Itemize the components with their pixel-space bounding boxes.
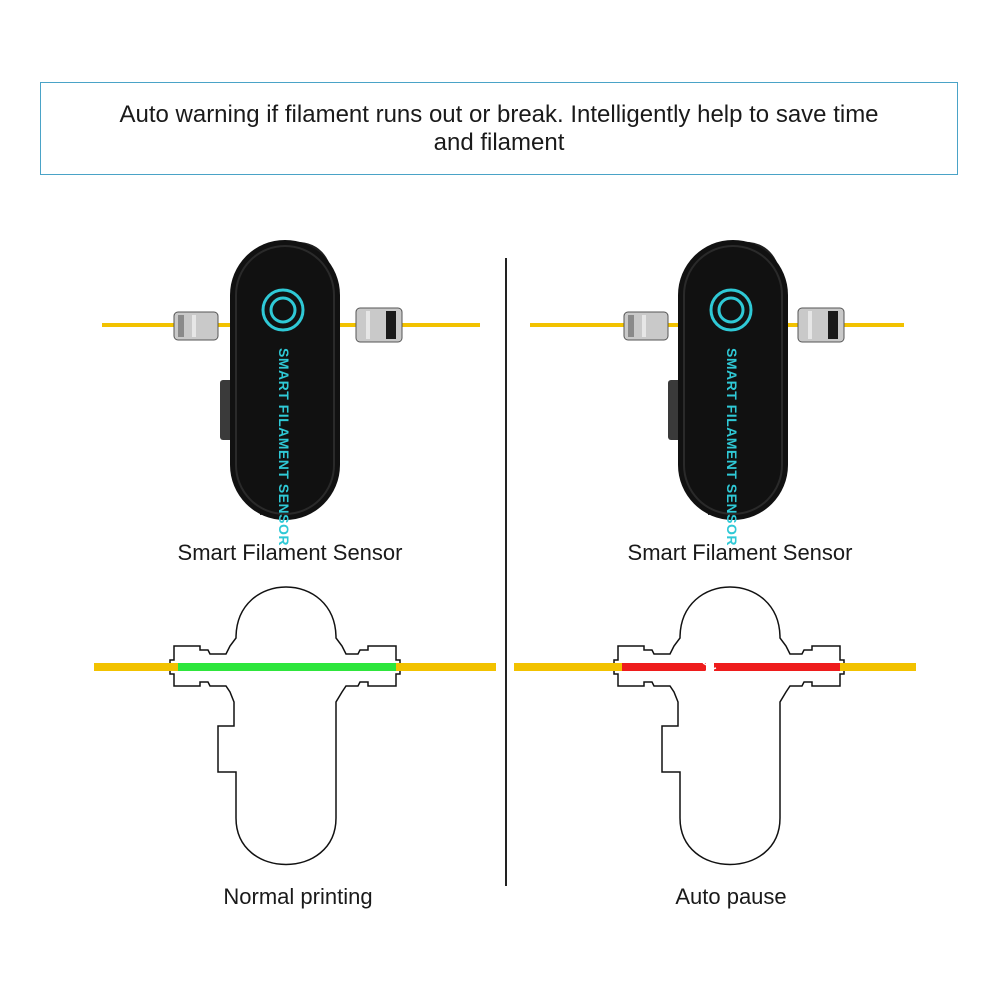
sensor-outline xyxy=(169,586,401,866)
ring-logo-icon xyxy=(261,288,305,332)
ring-logo-icon xyxy=(709,288,753,332)
break-icon xyxy=(702,662,717,672)
sensor-outline xyxy=(613,586,845,866)
sensor-device-left: SMART FILAMENT SENSOR xyxy=(102,240,480,546)
center-divider xyxy=(505,258,507,886)
caption-right-top: Smart Filament Sensor xyxy=(627,540,853,565)
sensor-device-right: SMART FILAMENT SENSOR xyxy=(530,240,904,546)
normal-printing-diagram xyxy=(94,586,496,866)
headline-banner: Auto warning if filament runs out or bre… xyxy=(40,82,958,175)
caption-normal-printing: Normal printing xyxy=(223,884,373,909)
caption-auto-pause: Auto pause xyxy=(675,884,787,909)
device-label: SMART FILAMENT SENSOR xyxy=(276,348,292,546)
caption-left-top: Smart Filament Sensor xyxy=(177,540,403,565)
device-body xyxy=(230,240,340,520)
headline-text: Auto warning if filament runs out or bre… xyxy=(119,100,879,156)
device-body xyxy=(678,240,788,520)
auto-pause-diagram xyxy=(514,586,916,866)
device-label: SMART FILAMENT SENSOR xyxy=(724,348,740,546)
